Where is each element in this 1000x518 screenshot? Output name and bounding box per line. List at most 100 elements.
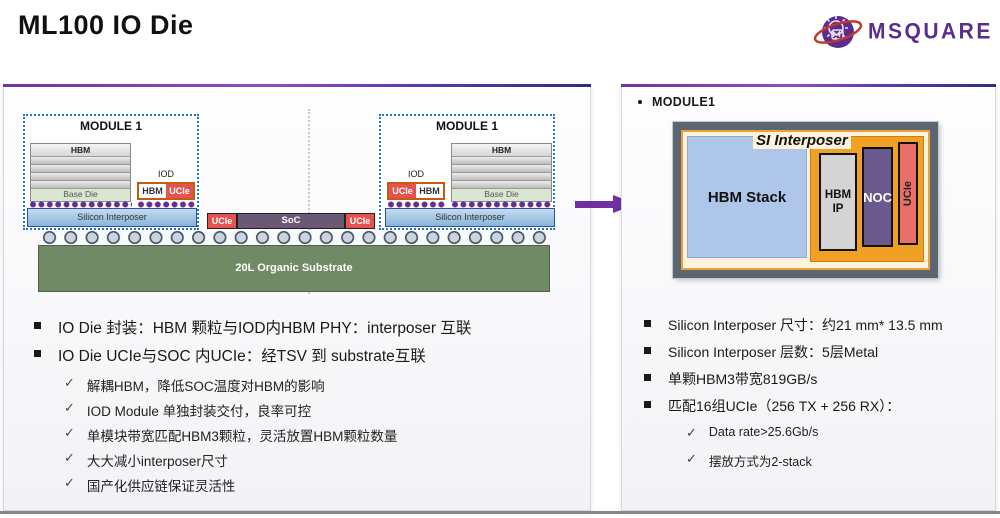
microbumps xyxy=(137,201,195,208)
left-bullet-2: IO Die UCIe与SOC 内UCIe：经TSV 到 substrate互联 xyxy=(34,344,579,366)
noc-block: NOC xyxy=(862,147,893,247)
interposer-floorplan: SI Interposer HBM Stack HBM IP NOC UCIe xyxy=(673,122,938,278)
right-bullet-4: 匹配16组UCIe（256 TX + 256 RX）： xyxy=(644,396,989,416)
iod-label: IOD xyxy=(407,169,424,179)
left-check-1: ✓ 解耦HBM，降低SOC温度对HBM的影响 xyxy=(64,375,584,395)
hbm-ip-block: HBM IP xyxy=(819,153,857,251)
square-bullet-icon xyxy=(644,320,651,327)
microbumps xyxy=(387,201,445,208)
check-icon: ✓ xyxy=(64,400,75,415)
square-bullet-icon xyxy=(644,347,651,354)
left-check-3-text: 单模块带宽匹配HBM3颗粒，灵活放置HBM颗粒数量 xyxy=(86,429,398,444)
right-bullet-2-text: Silicon Interposer 层数：5层Metal xyxy=(668,344,879,360)
right-bullet-3-text: 单颗HBM3带宽819GB/s xyxy=(668,371,818,387)
left-check-3: ✓ 单模块带宽匹配HBM3颗粒，灵活放置HBM颗粒数量 xyxy=(64,425,584,445)
left-panel: MODULE 1 HBM Base Die IOD HBM UCIe Silic… xyxy=(3,84,591,511)
logo-gear-globe-icon xyxy=(813,16,863,48)
module1-right-title: MODULE 1 xyxy=(435,119,498,133)
right-check-1-text: Data rate>25.6Gb/s xyxy=(708,425,819,439)
iod-label: IOD xyxy=(157,169,174,179)
right-panel: MODULE1 SI Interposer HBM Stack HBM IP N… xyxy=(621,84,996,511)
left-check-2: ✓ IOD Module 单独封装交付，良率可控 xyxy=(64,400,584,420)
module1-header-text: MODULE1 xyxy=(652,95,716,109)
module1-header: MODULE1 xyxy=(638,95,715,109)
organic-substrate-label: 20L Organic Substrate xyxy=(235,262,353,274)
organic-substrate: 20L Organic Substrate xyxy=(38,245,550,292)
hbm-die-label: HBM xyxy=(452,144,551,157)
hbm-stack-right: HBM Base Die xyxy=(451,143,552,202)
right-bullet-1: Silicon Interposer 尺寸：约21 mm* 13.5 mm xyxy=(644,315,989,335)
check-icon: ✓ xyxy=(686,451,697,466)
square-bullet-icon xyxy=(644,401,651,408)
iod-die-block: HBM IP NOC UCIe xyxy=(810,136,924,262)
left-check-4-text: 大大减小interposer尺寸 xyxy=(86,454,228,469)
hbm-die-layer xyxy=(452,181,551,189)
company-logo: MSQUARE xyxy=(812,6,998,58)
module1-left-title: MODULE 1 xyxy=(79,119,142,133)
hbm-die-label: HBM xyxy=(31,144,130,157)
right-bullet-3: 单颗HBM3带宽819GB/s xyxy=(644,369,989,389)
left-check-2-text: IOD Module 单独封装交付，良率可控 xyxy=(86,404,312,419)
left-bullet-2-text: IO Die UCIe与SOC 内UCIe：经TSV 到 substrate互联 xyxy=(58,348,426,365)
square-bullet-icon xyxy=(34,350,41,357)
hbm-stack-left: HBM Base Die xyxy=(30,143,131,202)
transition-arrow xyxy=(575,201,615,208)
right-bullet-1-text: Silicon Interposer 尺寸：约21 mm* 13.5 mm xyxy=(668,317,943,333)
check-icon: ✓ xyxy=(64,450,75,465)
check-icon: ✓ xyxy=(64,475,75,490)
iod-hbm-cell: HBM xyxy=(416,184,443,198)
page-title: ML100 IO Die xyxy=(18,10,194,40)
hbm-die-layer xyxy=(452,165,551,173)
hbm-die-layer xyxy=(31,173,130,181)
dot-bullet-icon xyxy=(638,100,642,104)
module1-left: MODULE 1 HBM Base Die IOD HBM UCIe Silic… xyxy=(23,114,199,230)
interposer-area: SI Interposer HBM Stack HBM IP NOC UCIe xyxy=(681,130,930,270)
ucie-block-label: UCIe xyxy=(902,180,914,207)
square-bullet-icon xyxy=(644,374,651,381)
left-bullet-1: IO Die 封装：HBM 颗粒与IOD内HBM PHY：interposer … xyxy=(34,316,579,338)
left-check-1-text: 解耦HBM，降低SOC温度对HBM的影响 xyxy=(86,379,325,394)
check-icon: ✓ xyxy=(64,425,75,440)
right-check-2: ✓ 摆放方式为2-stack xyxy=(686,451,986,470)
hbm-die-layer xyxy=(452,173,551,181)
left-check-5: ✓ 国产化供应链保证灵活性 xyxy=(64,475,584,495)
silicon-interposer-right: Silicon Interposer xyxy=(385,208,555,227)
iod-hbm-cell: HBM xyxy=(139,184,166,198)
module1-right: MODULE 1 HBM Base Die IOD UCIe HBM Silic… xyxy=(379,114,555,230)
hbm-stack-block: HBM Stack xyxy=(687,136,807,258)
silicon-interposer-left: Silicon Interposer xyxy=(27,208,197,227)
logo-wordmark: MSQUARE xyxy=(868,19,993,44)
right-panel-accent-line xyxy=(621,84,996,87)
left-panel-accent-line xyxy=(3,84,591,87)
c4-bumps-row xyxy=(39,230,550,245)
right-check-1: ✓ Data rate>25.6Gb/s xyxy=(686,425,986,441)
left-check-5-text: 国产化供应链保证灵活性 xyxy=(86,479,236,494)
base-die-label: Base Die xyxy=(31,189,130,201)
diagram-center-divider xyxy=(308,109,310,294)
right-bullet-4-text: 匹配16组UCIe（256 TX + 256 RX）： xyxy=(668,398,901,414)
microbumps xyxy=(29,201,132,208)
hbm-die-layer xyxy=(452,157,551,165)
hbm-die-layer xyxy=(31,181,130,189)
iod-chip-left: HBM UCIe xyxy=(137,182,195,200)
square-bullet-icon xyxy=(34,322,41,329)
right-bullet-2: Silicon Interposer 层数：5层Metal xyxy=(644,342,989,362)
iod-chip-right: UCIe HBM xyxy=(387,182,445,200)
iod-ucie-cell: UCIe xyxy=(389,184,416,198)
microbumps xyxy=(451,201,552,208)
check-icon: ✓ xyxy=(64,375,75,390)
left-bullet-1-text: IO Die 封装：HBM 颗粒与IOD内HBM PHY：interposer … xyxy=(58,320,472,337)
iod-ucie-cell: UCIe xyxy=(166,184,193,198)
soc-die: SoC xyxy=(237,213,345,229)
check-icon: ✓ xyxy=(686,425,697,440)
left-check-4: ✓ 大大减小interposer尺寸 xyxy=(64,450,584,470)
hbm-die-layer xyxy=(31,157,130,165)
hbm-die-layer xyxy=(31,165,130,173)
ucie-block: UCIe xyxy=(898,142,918,245)
si-interposer-title: SI Interposer xyxy=(753,132,851,149)
soc-ucie-right: UCIe xyxy=(345,213,375,229)
soc-ucie-left: UCIe xyxy=(207,213,237,229)
slide-bottom-rule xyxy=(0,511,1000,514)
base-die-label: Base Die xyxy=(452,189,551,201)
right-check-2-text: 摆放方式为2-stack xyxy=(708,455,812,469)
